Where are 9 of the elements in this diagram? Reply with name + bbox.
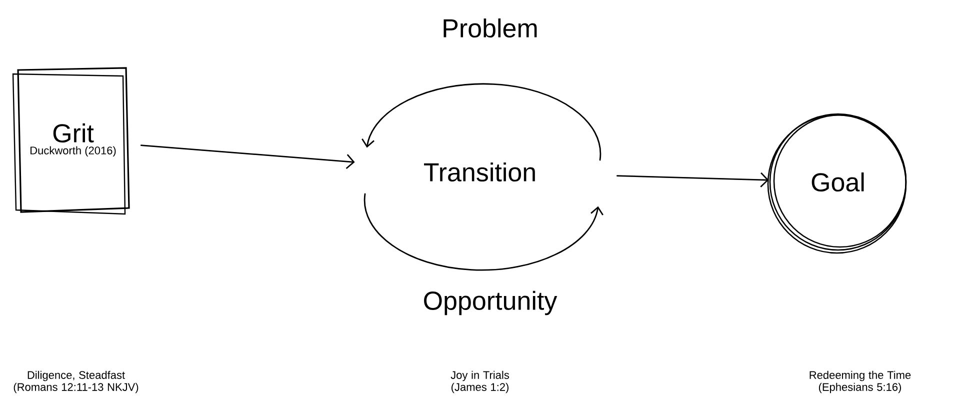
node-label: Transition — [424, 162, 535, 182]
caption-text: Redeeming the Time (Ephesians 5:16) — [810, 370, 911, 394]
caption-text: Diligence, Steadfast (Romans 12:11-13 NKJV) — [14, 370, 138, 394]
arrow — [140, 144, 355, 170]
sketch-square: Grit Duckworth (2016) — [12, 67, 130, 215]
cycle-label: Opportunity — [424, 290, 558, 316]
arrow — [616, 172, 769, 188]
caption-text: Joy in Trials (James 1:2) — [450, 370, 509, 394]
cycle-label: Problem — [444, 18, 537, 38]
